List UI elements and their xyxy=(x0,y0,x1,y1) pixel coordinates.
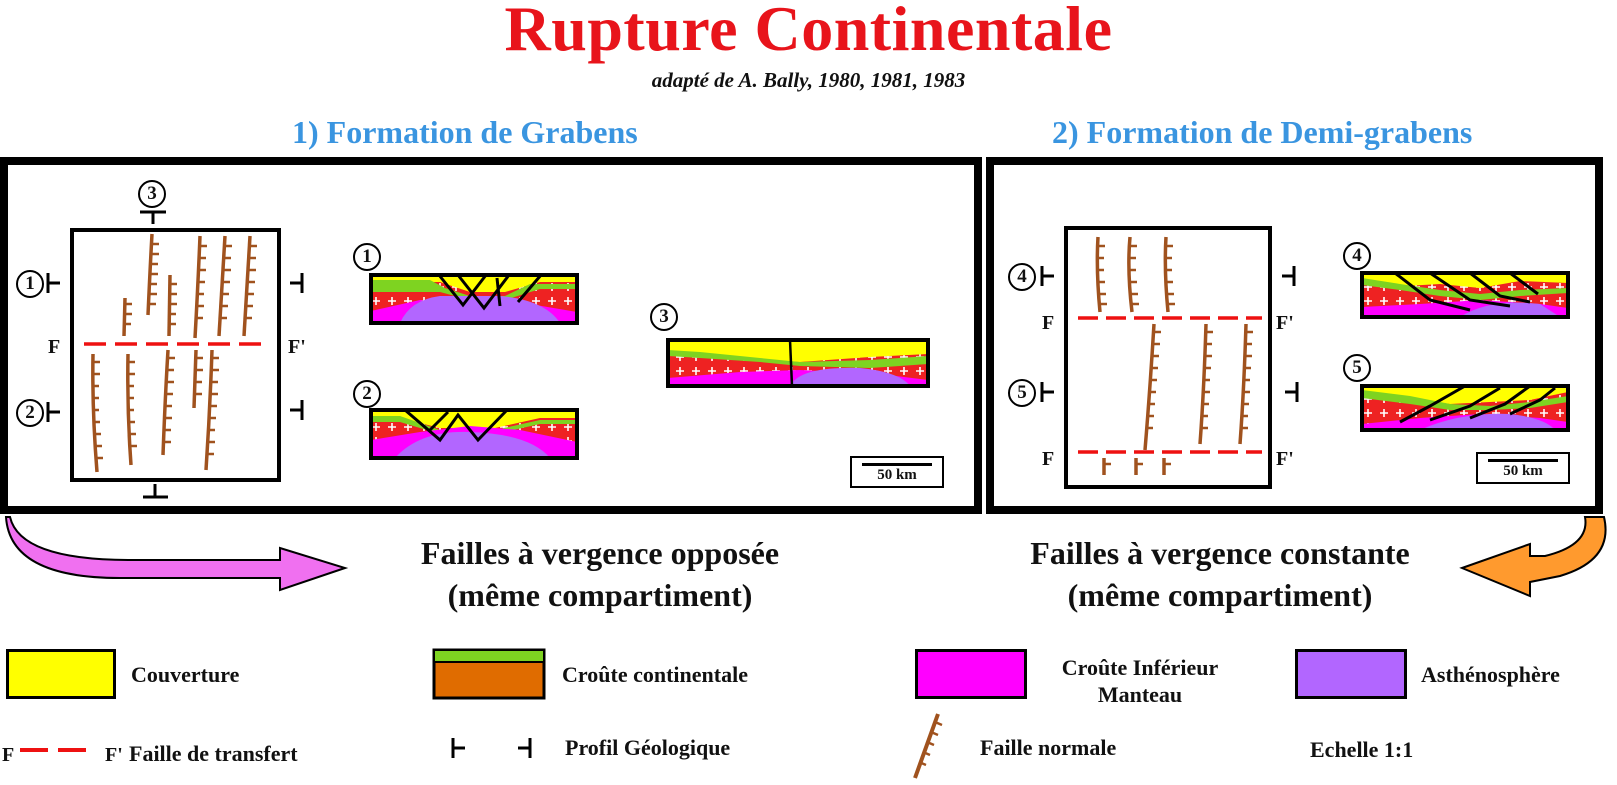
conclusion-grabens-line2: (même compartiment) xyxy=(447,577,753,613)
legend-scale-label: Echelle 1:1 xyxy=(1310,737,1414,762)
cross-section-5 xyxy=(1360,384,1570,432)
legend-asthenosphere-swatch xyxy=(1295,649,1407,699)
legend-normal-fault-label: Faille normale xyxy=(980,735,1117,760)
profile-label-1: 1 xyxy=(16,270,44,298)
transfer-fault-label-f-prime-bottom: F' xyxy=(1276,448,1294,470)
section-title-demi-grabens: 2) Formation de Demi-grabens xyxy=(1052,114,1473,150)
section-title-grabens: 1) Formation de Grabens xyxy=(292,114,638,150)
cross-section-4 xyxy=(1360,271,1570,319)
page-subtitle: adapté de A. Bally, 1980, 1981, 1983 xyxy=(651,68,966,92)
page-title: Rupture Continentale xyxy=(504,0,1113,64)
legend-croute-inferieur-line1: Croûte Inférieur xyxy=(1061,655,1219,680)
fault-ticks-demi xyxy=(1097,244,1253,466)
transfer-fault-label-f-prime: F' xyxy=(288,336,306,358)
scale-bar-grabens: 50 km xyxy=(850,456,944,488)
profile-label-3-top: 3 xyxy=(138,180,166,208)
grabens-panel xyxy=(0,157,982,514)
conclusion-demi-grabens-line1: Failles à vergence constante xyxy=(1030,535,1410,571)
legend-transfer-f-prime: F' xyxy=(105,744,123,766)
scale-bar-line xyxy=(862,463,932,466)
profile-markers-demi xyxy=(1040,266,1299,402)
conclusion-demi-grabens-line2: (même compartiment) xyxy=(1067,577,1373,613)
conclusion-demi-grabens: Failles à vergence constante (même compa… xyxy=(990,532,1450,616)
profile-markers-grabens xyxy=(46,210,304,499)
cross-section-1 xyxy=(369,273,579,325)
profile-label-5: 5 xyxy=(1008,379,1036,407)
fault-ticks-grabens xyxy=(92,242,257,460)
legend-profile-sample xyxy=(451,738,532,758)
cross-section-label-2: 2 xyxy=(353,380,381,408)
legend-normal-fault-sample xyxy=(913,713,943,779)
transfer-fault-label-f: F xyxy=(48,336,61,358)
scale-bar-demi-grabens: 50 km xyxy=(1476,452,1570,484)
legend-croute-continentale-swatch xyxy=(432,648,546,700)
profile-label-2: 2 xyxy=(16,399,44,427)
profile-label-4: 4 xyxy=(1008,263,1036,291)
transfer-fault-label-f-top: F xyxy=(1042,312,1055,334)
conclusion-grabens-line1: Failles à vergence opposée xyxy=(420,535,780,571)
scale-bar-label: 50 km xyxy=(877,467,917,483)
legend-profile-label: Profil Géologique xyxy=(565,735,731,760)
legend-croute-continentale-label: Croûte continentale xyxy=(562,662,748,687)
scale-bar-line xyxy=(1488,459,1558,462)
cross-section-label-4: 4 xyxy=(1343,242,1371,270)
legend-croute-inferieur-line2: Manteau xyxy=(1097,682,1183,707)
legend-asthenosphere-label: Asthénosphère xyxy=(1421,662,1560,687)
orange-arrow xyxy=(1459,516,1607,598)
legend-transfer-f: F xyxy=(2,744,15,766)
cross-section-label-1: 1 xyxy=(353,243,381,271)
transfer-fault-label-f-bottom: F xyxy=(1042,448,1055,470)
cross-section-label-3: 3 xyxy=(650,303,678,331)
scale-bar-label: 50 km xyxy=(1503,463,1543,479)
legend-transfer-fault-label: Faille de transfert xyxy=(129,741,298,766)
transfer-fault-label-f-prime-top: F' xyxy=(1276,312,1294,334)
conclusion-grabens: Failles à vergence opposée (même compart… xyxy=(360,532,840,616)
transfer-fault-lines-demi xyxy=(1078,316,1262,454)
legend-couverture-swatch xyxy=(6,649,116,699)
normal-faults-grabens xyxy=(91,233,252,473)
legend-couverture-label: Couverture xyxy=(131,662,240,687)
cross-section-label-5: 5 xyxy=(1343,354,1371,382)
legend-croute-inferieur-swatch xyxy=(915,649,1027,699)
graben-fault-map xyxy=(70,228,281,482)
cross-section-3 xyxy=(666,338,930,388)
cross-section-2 xyxy=(369,408,579,460)
demi-grabens-panel xyxy=(986,157,1603,514)
legend-croute-inferieur-label: Croûte Inférieur Manteau xyxy=(1035,654,1245,708)
normal-faults-demi xyxy=(1095,236,1248,475)
pink-arrow xyxy=(4,516,349,592)
